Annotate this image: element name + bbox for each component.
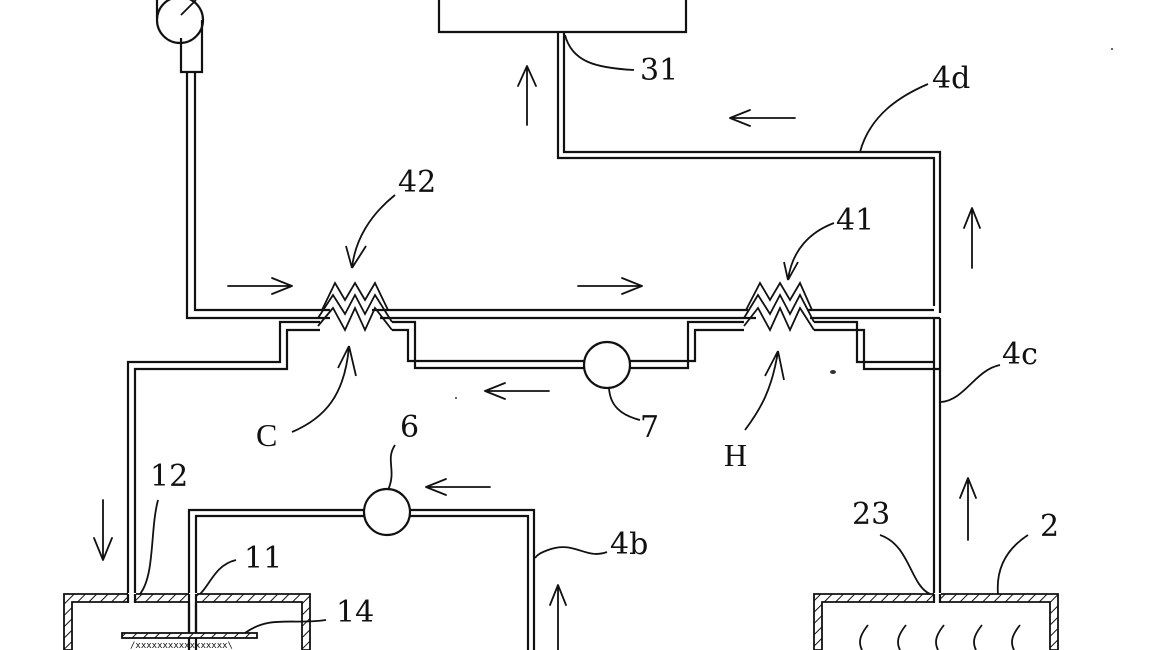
label-6: 6 [400,410,419,445]
plate-14 [121,632,258,639]
flow-arrow-left-4d [729,109,796,127]
tank-right [813,593,1059,650]
leader-11 [199,559,237,595]
label-41: 41 [836,203,874,238]
leader-42 [345,194,396,269]
leader-12 [139,499,159,595]
pipe-4c [932,318,942,596]
label-31: 31 [640,53,678,88]
leader-23 [879,534,931,595]
leader-4d [859,83,929,153]
leader-2 [996,534,1029,595]
fan-icon [155,0,205,74]
heater-elements: /xxxxxxxxxxxxxxxxx\ [130,641,233,650]
vapor-wisps-icon [859,624,1021,650]
fan-outlet-pipe [185,72,330,320]
label-H: H [724,437,747,473]
flow-arrow-up-right [963,207,981,269]
flow-arrow-left-lower [484,382,550,400]
upper-unit-box [437,0,688,34]
leader-H [744,350,785,431]
pump-7-icon [582,340,632,390]
chamber-left: /xxxxxxxxxxxxxxxxx\ [63,593,311,650]
flow-arrow-up-4b [549,584,567,650]
flow-arrow-right-middle [577,277,643,295]
flow-arrow-up-4c [959,477,977,541]
scan-speck [455,397,457,399]
leader-6 [387,444,396,491]
pipe-4d [556,33,942,313]
label-23: 23 [852,497,890,532]
leader-14 [244,619,327,634]
label-11: 11 [244,541,282,576]
label-2: 2 [1040,509,1059,544]
flow-arrow-right-left [227,277,293,295]
label-14: 14 [336,595,374,630]
heat-exchanger-42-icon [317,281,393,333]
label-7: 7 [640,410,659,445]
leader-4b [534,546,608,559]
pump-6-icon [362,487,412,537]
leader-7 [608,387,641,421]
label-4d: 4d [932,61,970,96]
leader-41 [783,222,835,281]
flow-arrow-up-31 [517,65,537,126]
label-42: 42 [398,165,436,200]
flow-arrow-left-pump6 [425,478,491,496]
label-4c: 4c [1002,337,1038,372]
scan-speck [1111,48,1113,50]
leader-4c [940,364,1001,403]
label-4b: 4b [610,527,648,562]
lower-loop-pipe [126,320,940,598]
upper-main-pipe [372,308,940,320]
flow-arrow-down-left [93,499,113,561]
heat-exchanger-41-icon [743,281,815,333]
leader-C [291,345,357,433]
leader-31 [564,34,635,71]
scan-speck [830,370,836,374]
label-12: 12 [150,459,188,494]
label-C: C [256,417,277,453]
